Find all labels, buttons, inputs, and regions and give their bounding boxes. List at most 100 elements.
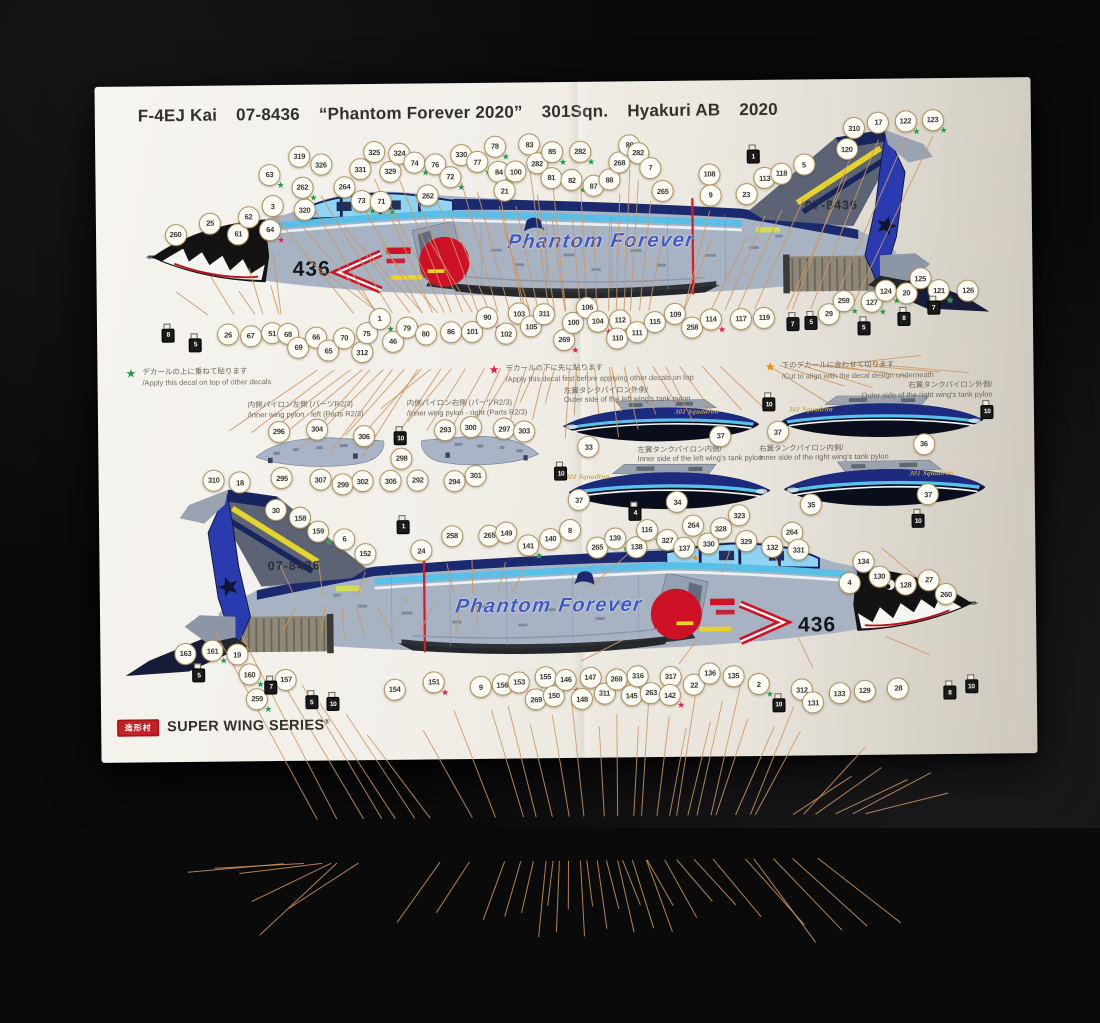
callout-number: 61 (234, 229, 243, 239)
decal-callout-310: 310 (842, 117, 866, 140)
callout-number: 108 (703, 169, 716, 179)
leader-line (768, 365, 830, 405)
leader-line (749, 707, 795, 815)
bottle-body: 10 (554, 466, 568, 481)
leader-line (303, 226, 379, 314)
callout-number: 330 (455, 150, 468, 160)
decal-callout-262: 262★ (291, 176, 318, 202)
label-en: /Inner wing pylon - left (Parts R2/3) (247, 408, 364, 420)
decal-callout-62: 62 (237, 206, 260, 229)
leader-line (798, 637, 813, 668)
green-star-icon: ★ (587, 156, 596, 167)
leader-line (638, 367, 656, 415)
leader-line (239, 291, 255, 315)
leader-line (288, 370, 363, 431)
leader-line (640, 703, 649, 816)
decal-callout-152: 152 (354, 542, 377, 566)
callout-number: 328 (714, 524, 727, 534)
callout-number: 159 (312, 526, 325, 536)
callout-number: 100 (567, 317, 580, 328)
callout-number: 83 (525, 140, 534, 150)
callout-number: 115 (649, 317, 661, 327)
decal-callout-259: 259★ (832, 289, 859, 316)
callout-number: 18 (236, 478, 244, 488)
leader-line (666, 366, 694, 422)
callout-number: 319 (293, 151, 306, 161)
decal-callout-163: 163 (174, 642, 197, 665)
callout-number: 299 (337, 479, 349, 490)
decal-callout-148: 148 (570, 687, 594, 711)
leader-line (606, 860, 618, 909)
leader-line (684, 240, 712, 310)
paint-bottle-icon: 4 (628, 501, 642, 521)
leader-line (456, 605, 461, 634)
decal-callout-153: 153★ (508, 670, 534, 697)
leader-line (653, 366, 676, 404)
paint-bottle-icon: 8 (943, 680, 957, 701)
decal-callout-1: 1★ (368, 307, 395, 333)
callout-number: 301 (469, 471, 482, 481)
leader-line (791, 147, 856, 309)
leader-line (587, 861, 593, 907)
callout-number: 152 (359, 549, 372, 559)
red-star-icon: ★ (717, 323, 727, 335)
decal-callout-129: 129 (853, 679, 876, 702)
callout-number: 62 (244, 212, 253, 222)
red-star-icon: ★ (488, 362, 500, 377)
callout-number: 6 (342, 534, 347, 544)
callout-number: 123 (926, 115, 939, 125)
decal-callout-36: 36 (912, 432, 935, 456)
callout-number: 307 (314, 475, 327, 485)
bottle-number: 10 (765, 401, 773, 409)
callout-number: 292 (411, 475, 424, 485)
callout-number: 282 (632, 148, 644, 158)
label-tank-outer-right: 右翼タンクパイロン外側/ Outer side of the right win… (861, 380, 992, 401)
paint-bottle-icon: 10 (772, 692, 786, 712)
callout-number: 70 (340, 333, 349, 343)
callout-number: 37 (716, 431, 725, 441)
leader-line (694, 859, 736, 905)
callout-number: 63 (265, 170, 274, 180)
callout-number: 303 (518, 426, 530, 436)
callout-number: 105 (525, 321, 538, 331)
callout-number: 23 (742, 189, 751, 199)
callout-number: 27 (925, 575, 933, 585)
callout-number: 138 (630, 542, 643, 552)
decal-callout-325: 325 (362, 141, 386, 164)
leader-line (815, 768, 882, 815)
callout-number: 9 (478, 682, 483, 692)
decal-callout-24: 24 (410, 539, 433, 562)
callout-number: 329 (740, 536, 752, 546)
leader-line (835, 780, 908, 814)
paint-bottle-icon: 5 (857, 316, 871, 336)
decal-callout-307: 307 (309, 468, 332, 492)
leader-line (677, 859, 713, 901)
callout-number: 296 (272, 427, 285, 437)
paint-bottle-icon: 10 (980, 399, 994, 420)
leader-line (505, 232, 530, 312)
leader-line (648, 234, 664, 311)
label-inner-pylon-right: 内側パイロン右側 (パーツR2/3) /Inner wing pylon - r… (407, 397, 528, 418)
green-star-icon: ★ (939, 124, 948, 135)
callout-number: 262 (296, 182, 309, 193)
bottle-body: 10 (980, 404, 994, 420)
callout-number: 142 (664, 690, 676, 700)
leader-line (419, 606, 433, 633)
decal-callout-295: 295 (270, 467, 294, 490)
callout-number: 36 (919, 439, 928, 449)
callout-number: 160 (243, 670, 256, 680)
decal-callout-104: 104★ (586, 310, 613, 337)
paint-bottle-icon: 7 (927, 295, 941, 315)
green-star-icon: ★ (558, 156, 568, 167)
callout-number: 282 (574, 146, 586, 157)
callout-number: 260 (940, 589, 952, 600)
leader-line (532, 368, 546, 421)
leader-line (873, 363, 969, 373)
callout-number: 121 (933, 285, 945, 295)
callout-number: 258 (686, 322, 699, 332)
decal-callout-139: 139★ (603, 527, 630, 553)
leader-line (680, 366, 712, 411)
red-star-icon: ★ (440, 687, 450, 698)
decal-callout-71: 71★ (370, 190, 396, 216)
callout-number: 113 (759, 173, 771, 183)
